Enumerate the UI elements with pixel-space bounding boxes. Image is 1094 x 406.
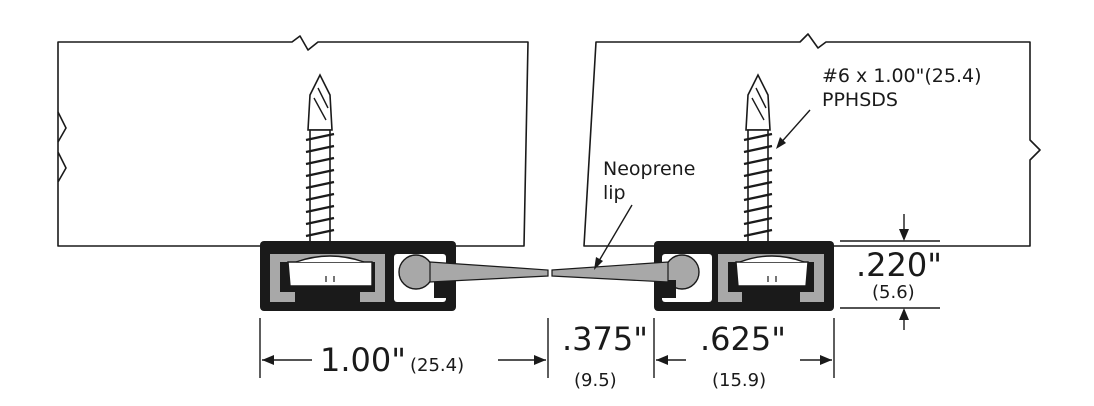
- right-door-panel: [583, 33, 1041, 247]
- left-panel-break-mark: [57, 111, 67, 143]
- right-extrusion: [654, 241, 834, 311]
- gap-imperial: .375": [562, 320, 648, 358]
- left-neoprene-lip: [429, 261, 549, 283]
- screw-leader: [776, 109, 811, 149]
- screw-spec-label-line2: PPHSDS: [822, 89, 898, 111]
- height-imperial: .220": [856, 246, 942, 284]
- width-right-imperial: .625": [700, 320, 786, 358]
- lip-leader: [594, 204, 633, 270]
- right-neoprene-lip: [551, 261, 669, 283]
- left-screw: [305, 73, 335, 243]
- height-metric: (5.6): [872, 282, 915, 303]
- extension-lines: [259, 240, 940, 378]
- width-left-imperial: 1.00": [320, 341, 406, 379]
- right-screw: [743, 73, 773, 243]
- screw-spec-label-line1: #6 x 1.00"(25.4): [822, 65, 982, 87]
- neoprene-lip-label-line1: Neoprene: [603, 158, 695, 180]
- gap-metric: (9.5): [574, 370, 617, 391]
- width-left-metric: (25.4): [410, 355, 464, 376]
- left-door-panel: [57, 35, 529, 247]
- neoprene-lip-label-line2: lip: [603, 182, 626, 204]
- left-extrusion: [260, 241, 456, 311]
- width-right-metric: (15.9): [712, 370, 766, 391]
